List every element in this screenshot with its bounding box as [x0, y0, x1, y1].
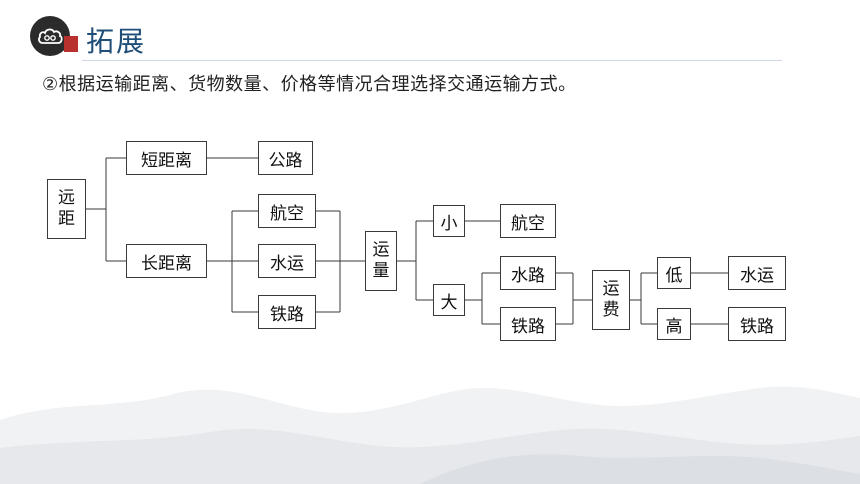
- node-volume: 运 量: [365, 231, 397, 291]
- node-long-distance: 长距离: [126, 244, 207, 278]
- node-cost-line1: 运: [602, 278, 620, 299]
- node-short-result: 公路: [258, 141, 313, 175]
- red-seal-icon: [64, 36, 78, 52]
- node-high: 高: [657, 308, 691, 340]
- node-short-distance: 短距离: [126, 141, 207, 175]
- node-low-result: 水运: [728, 256, 786, 290]
- node-cost: 运 费: [592, 270, 630, 330]
- link-distance: [86, 157, 126, 262]
- node-long-rail: 铁路: [258, 295, 316, 329]
- node-large-water: 水路: [500, 256, 556, 290]
- link-cost: [630, 272, 657, 325]
- node-small-result: 航空: [500, 204, 556, 238]
- node-distance: 远 距: [47, 179, 86, 239]
- node-volume-line2: 量: [372, 261, 390, 281]
- title-underline: [82, 60, 782, 61]
- node-large: 大: [433, 284, 465, 316]
- link-long: [207, 210, 258, 313]
- subtitle: ②根据运输距离、货物数量、价格等情况合理选择交通运输方式。: [42, 74, 577, 95]
- node-large-rail: 铁路: [500, 307, 556, 341]
- node-high-result: 铁路: [728, 307, 786, 341]
- link-volume: [397, 220, 433, 301]
- link-large-merge: [556, 272, 592, 325]
- link-long-merge: [316, 210, 365, 313]
- node-volume-line1: 运: [372, 239, 390, 260]
- node-long-air: 航空: [258, 194, 316, 228]
- page-title: 拓展: [86, 25, 147, 58]
- node-long-water: 水运: [258, 244, 316, 278]
- node-distance-line2: 距: [58, 209, 75, 229]
- node-distance-line1: 远: [58, 187, 75, 208]
- link-large: [465, 272, 500, 325]
- node-cost-line2: 费: [602, 300, 620, 320]
- node-low: 低: [657, 257, 691, 289]
- node-small: 小: [433, 205, 465, 237]
- cloud-logo-icon: [30, 16, 70, 56]
